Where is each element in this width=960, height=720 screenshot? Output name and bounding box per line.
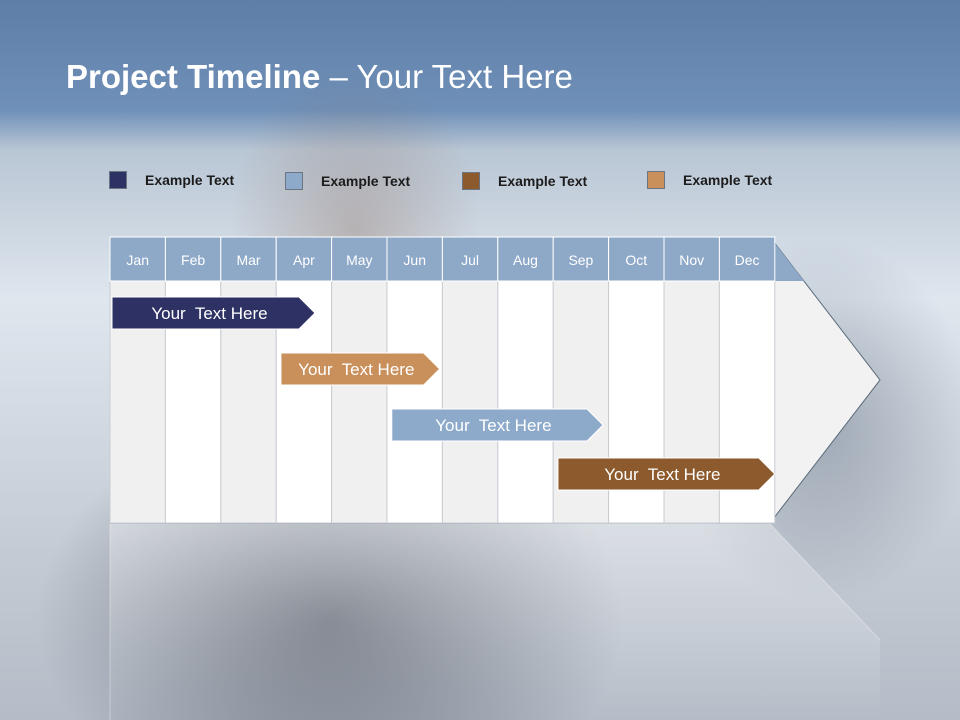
month-label: Sep	[568, 252, 593, 268]
month-label: May	[346, 252, 372, 268]
month-header-cell	[331, 236, 388, 282]
task-label: Your Text Here	[298, 360, 414, 379]
legend-item-2: Example Text	[285, 171, 410, 191]
legend-swatch	[285, 172, 303, 190]
month-label: Aug	[513, 252, 538, 268]
legend-item-4: Example Text	[647, 170, 772, 190]
month-column	[331, 280, 388, 524]
month-column	[386, 280, 443, 524]
timeline-reflection	[110, 524, 880, 720]
month-header-cell	[552, 236, 610, 282]
legend-item-3: Example Text	[462, 171, 587, 191]
task-arrow	[557, 457, 776, 491]
month-header-cell	[275, 236, 333, 282]
task-label: Your Text Here	[435, 416, 551, 435]
legend-label: Example Text	[321, 173, 411, 189]
title-rest: – Your Text Here	[320, 58, 573, 95]
month-label: Dec	[735, 252, 760, 268]
title-bold: Project Timeline	[66, 58, 321, 95]
legend-swatch	[109, 171, 127, 189]
month-header-cell	[220, 236, 277, 282]
month-label: Jun	[403, 252, 426, 268]
month-header-cell	[109, 236, 166, 282]
month-label: Mar	[236, 252, 260, 268]
reflection-edge	[769, 523, 881, 641]
task-arrow	[280, 352, 441, 386]
month-label: Jul	[461, 252, 479, 268]
legend-item-1: Example Text	[109, 170, 234, 190]
task-label: Your Text Here	[604, 465, 720, 484]
task-label: Your Text Here	[151, 304, 267, 323]
legend-label: Example Text	[145, 172, 235, 188]
month-header-cell	[718, 236, 776, 282]
month-header-cell	[608, 236, 665, 282]
month-label: Oct	[625, 252, 647, 268]
legend-swatch	[647, 171, 665, 189]
month-label: Apr	[293, 252, 315, 268]
month-header: Jan Feb Mar Apr May Jun Jul Aug Sep Oct Nov Dec	[109, 236, 776, 282]
legend-label: Example Text	[683, 172, 773, 188]
header-arrow-tip	[770, 237, 804, 281]
month-column	[497, 280, 554, 524]
month-label: Feb	[181, 252, 205, 268]
task-arrow	[111, 296, 316, 330]
legend-swatch	[462, 172, 480, 190]
month-column	[441, 280, 499, 524]
month-label: Nov	[679, 252, 704, 268]
task-arrow	[391, 408, 604, 442]
month-header-cell	[441, 236, 499, 282]
month-label: Jan	[126, 252, 149, 268]
legend-label: Example Text	[498, 173, 588, 189]
page-title: Project Timeline – Your Text Here	[66, 58, 573, 96]
